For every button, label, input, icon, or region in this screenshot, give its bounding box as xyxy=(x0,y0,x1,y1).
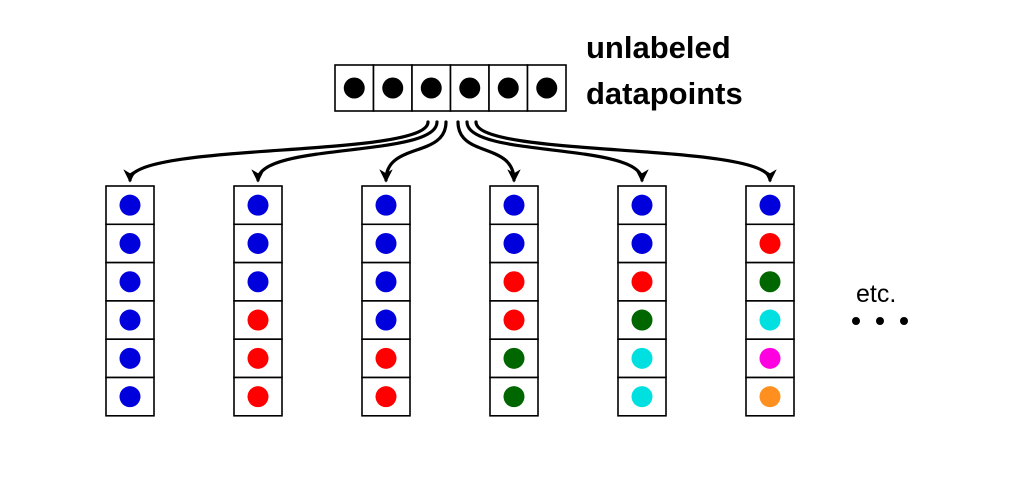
partition-point xyxy=(375,194,397,216)
partition-point xyxy=(631,386,653,408)
partition-point xyxy=(119,194,141,216)
partition-point xyxy=(375,271,397,293)
partition-column xyxy=(361,185,411,417)
partition-point xyxy=(119,309,141,331)
partition-point xyxy=(503,309,525,331)
arrow xyxy=(123,120,430,183)
input-point xyxy=(497,77,519,99)
partition-point xyxy=(631,309,653,331)
partition-point xyxy=(375,232,397,254)
partition-point xyxy=(759,386,781,408)
partition-point xyxy=(759,271,781,293)
partition-point xyxy=(247,386,269,408)
partition-point xyxy=(119,386,141,408)
partition-point xyxy=(631,347,653,369)
arrows xyxy=(123,120,777,183)
partition-point xyxy=(375,347,397,369)
arrow xyxy=(251,120,439,183)
partition-point xyxy=(631,232,653,254)
partition-point xyxy=(119,232,141,254)
input-point xyxy=(459,77,481,99)
partition-point xyxy=(759,232,781,254)
partition-point xyxy=(247,194,269,216)
unlabeled-datapoints-row xyxy=(334,64,567,112)
partition-point xyxy=(759,309,781,331)
arrow xyxy=(474,120,777,183)
input-point xyxy=(382,77,404,99)
partition-point xyxy=(119,271,141,293)
partition-point xyxy=(503,386,525,408)
arrow xyxy=(456,120,521,183)
partition-cell xyxy=(361,338,411,379)
partition-columns xyxy=(105,185,795,417)
partition-point xyxy=(631,271,653,293)
title-line-1: unlabeled xyxy=(586,30,731,65)
partition-point xyxy=(759,347,781,369)
partition-point xyxy=(247,232,269,254)
title-line-2: datapoints xyxy=(586,76,743,111)
partition-column xyxy=(745,185,795,417)
input-cell xyxy=(334,64,375,112)
partition-point xyxy=(503,194,525,216)
partition-point xyxy=(375,309,397,331)
input-point xyxy=(343,77,365,99)
partition-point xyxy=(631,194,653,216)
partition-point xyxy=(247,347,269,369)
input-point xyxy=(420,77,442,99)
partition-point xyxy=(375,386,397,408)
partition-point xyxy=(247,271,269,293)
partition-point xyxy=(119,347,141,369)
etc-label: etc. xyxy=(856,280,896,308)
partition-column xyxy=(105,185,155,417)
input-point xyxy=(536,77,558,99)
partition-column xyxy=(617,185,667,417)
partition-cell xyxy=(617,300,667,340)
partition-point xyxy=(503,347,525,369)
partition-point xyxy=(247,309,269,331)
ellipsis-dot xyxy=(876,317,884,325)
partition-column xyxy=(233,185,283,417)
partition-cell xyxy=(617,223,667,264)
partition-point xyxy=(503,271,525,293)
partition-point xyxy=(503,232,525,254)
ellipsis-dot xyxy=(852,317,860,325)
arrow xyxy=(465,120,649,183)
partition-point xyxy=(759,194,781,216)
ellipsis-dots xyxy=(852,317,908,325)
arrow xyxy=(379,120,448,183)
ellipsis-dot xyxy=(900,317,908,325)
partition-column xyxy=(489,185,539,417)
